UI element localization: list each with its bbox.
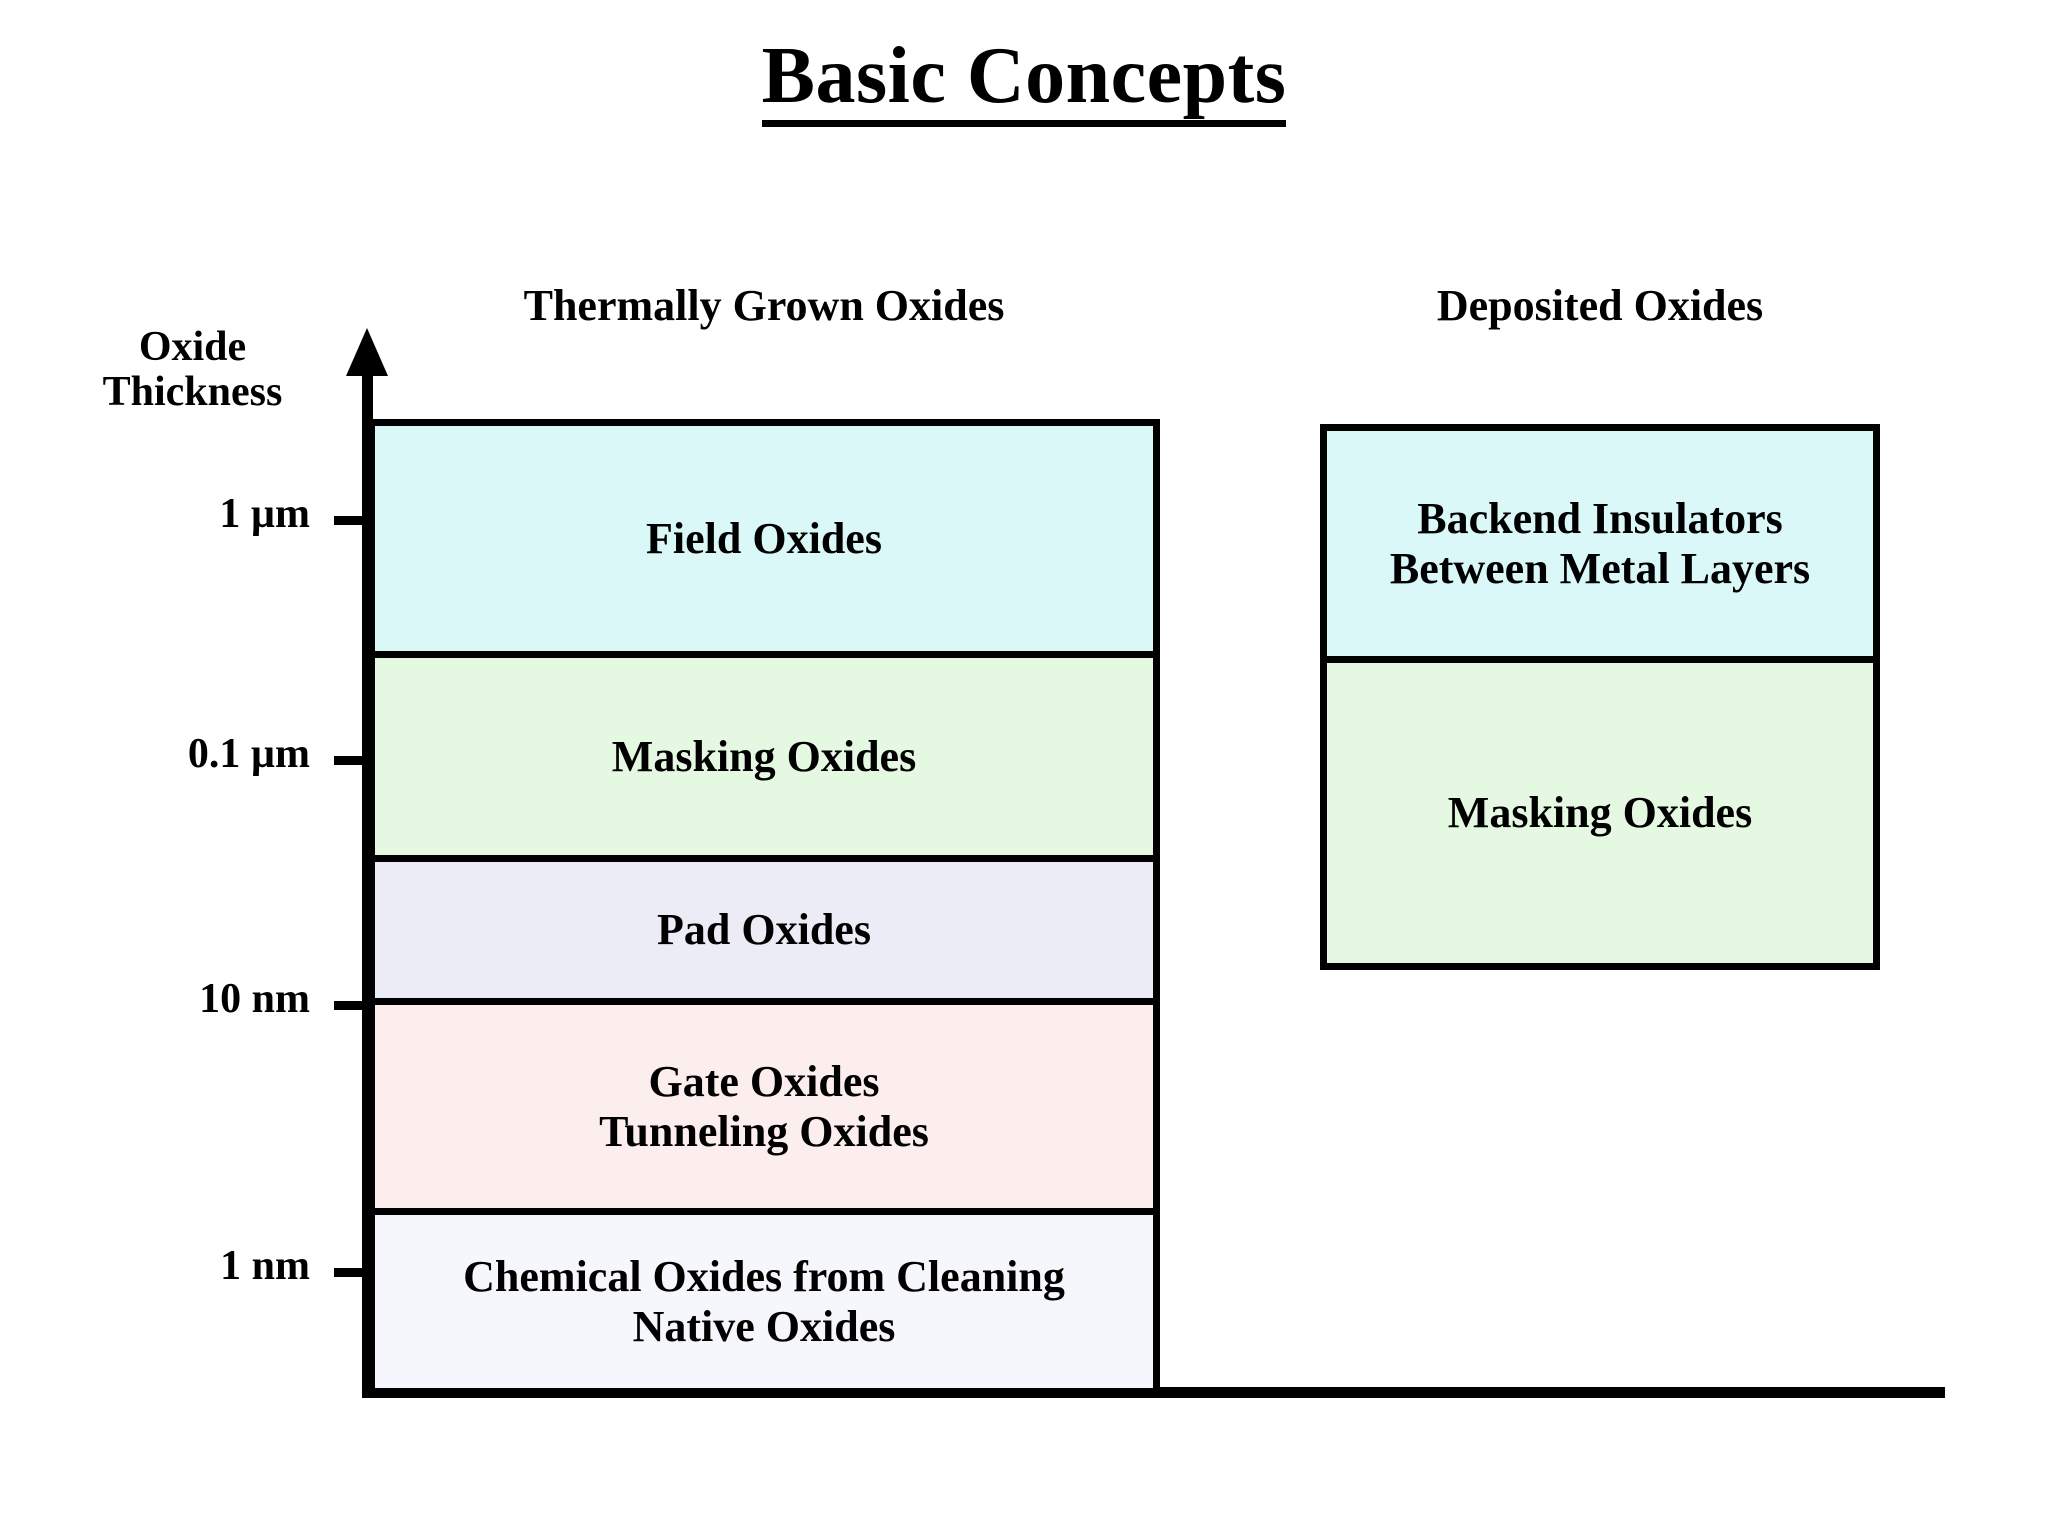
- tick-label-1um: 1 µm: [219, 491, 310, 537]
- oxide-box-masking-oxides-deposited[interactable]: Masking Oxides: [1327, 663, 1873, 963]
- page-title-text: Basic Concepts: [761, 34, 1287, 127]
- deposited-oxides-stack: Backend Insulators Between Metal Layers …: [1320, 424, 1880, 970]
- tick-label-0-1um: 0.1 µm: [187, 731, 310, 777]
- oxide-label-line1: Masking Oxides: [611, 731, 917, 781]
- oxide-label-line1: Masking Oxides: [1447, 788, 1753, 838]
- oxide-box-gate-tunneling-oxides[interactable]: Gate Oxides Tunneling Oxides: [375, 1005, 1153, 1215]
- tick-label-1nm: 1 nm: [220, 1243, 310, 1289]
- tick-mark-icon: [334, 756, 368, 765]
- oxide-box-field-oxides[interactable]: Field Oxides: [375, 426, 1153, 658]
- oxide-box-label: Chemical Oxides from Cleaning Native Oxi…: [463, 1252, 1065, 1351]
- y-axis-label: Oxide Thickness: [40, 324, 345, 416]
- oxide-label-line1: Pad Oxides: [657, 905, 871, 955]
- oxide-box-label: Masking Oxides: [1448, 788, 1752, 837]
- y-axis-label-line2: Thickness: [102, 369, 283, 416]
- oxide-label-line1: Backend Insulators: [1417, 494, 1783, 544]
- tick-mark-icon: [334, 1268, 368, 1277]
- oxide-box-label: Backend Insulators Between Metal Layers: [1390, 494, 1810, 593]
- oxide-box-masking-oxides[interactable]: Masking Oxides: [375, 658, 1153, 862]
- oxide-label-line2: Between Metal Layers: [1389, 543, 1811, 593]
- y-axis-line: [362, 360, 373, 1398]
- oxide-label-line1: Gate Oxides: [648, 1057, 880, 1107]
- oxide-box-pad-oxides[interactable]: Pad Oxides: [375, 862, 1153, 1005]
- oxide-label-line1: Field Oxides: [646, 513, 882, 563]
- tick-mark-icon: [334, 1001, 368, 1010]
- page-title: Basic Concepts: [0, 34, 2048, 127]
- oxide-box-backend-insulators[interactable]: Backend Insulators Between Metal Layers: [1327, 431, 1873, 663]
- column-heading-deposited-oxides: Deposited Oxides: [1436, 281, 1764, 330]
- y-axis-label-line1: Oxide: [138, 324, 247, 370]
- oxide-box-label: Field Oxides: [646, 514, 882, 563]
- column-heading-thermally-grown-oxides: Thermally Grown Oxides: [523, 281, 1005, 330]
- oxide-label-line2: Native Oxides: [632, 1301, 896, 1351]
- oxide-label-line1: Chemical Oxides from Cleaning: [463, 1252, 1065, 1302]
- oxide-box-label: Pad Oxides: [657, 905, 871, 954]
- tick-mark-icon: [334, 516, 368, 525]
- oxide-box-label: Masking Oxides: [612, 732, 916, 781]
- thermally-grown-oxides-stack: Field Oxides Masking Oxides Pad Oxides G…: [368, 419, 1160, 1395]
- oxide-label-line2: Tunneling Oxides: [599, 1106, 929, 1156]
- oxide-box-chemical-native-oxides[interactable]: Chemical Oxides from Cleaning Native Oxi…: [375, 1215, 1153, 1388]
- tick-label-10nm: 10 nm: [199, 976, 310, 1022]
- oxide-box-label: Gate Oxides Tunneling Oxides: [599, 1057, 929, 1156]
